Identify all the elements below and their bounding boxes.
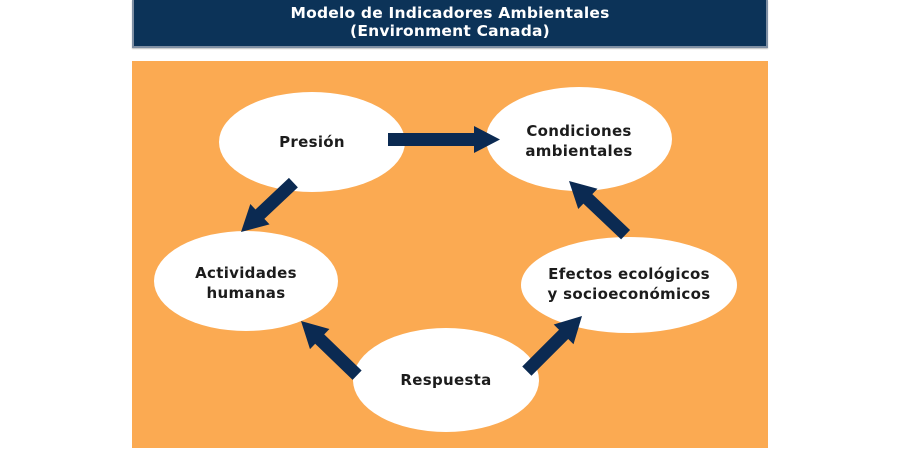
node-actividades-label: Actividades humanas [195, 263, 297, 303]
node-efectos-label: Efectos ecológicos y socioeconómicos [548, 264, 711, 304]
node-actividades-shape [154, 231, 338, 331]
node-condiciones-text-2: ambientales [525, 142, 633, 160]
arrow-respuesta-to-actividades-icon [301, 321, 362, 380]
node-efectos-text-2: y socioeconómicos [547, 285, 711, 303]
arrow-efectos-to-condiciones-icon [569, 181, 631, 240]
arrow-presion-to-condiciones-icon [388, 126, 500, 153]
arrow-respuesta-to-efectos-icon [522, 316, 582, 376]
node-presion-text: Presión [279, 133, 345, 151]
title-line-2: (Environment Canada) [350, 22, 550, 40]
node-condiciones-label: Condiciones ambientales [525, 121, 632, 161]
node-respuesta-text: Respuesta [400, 371, 492, 389]
node-condiciones-shape [486, 87, 672, 191]
title-line-1: Modelo de Indicadores Ambientales [290, 4, 610, 22]
arrow-presion-to-actividades-icon [241, 177, 298, 232]
node-efectos-shape [521, 237, 737, 333]
node-condiciones-text-1: Condiciones [526, 122, 632, 140]
node-actividades-text-2: humanas [206, 284, 286, 302]
node-actividades-text-1: Actividades [195, 264, 297, 282]
title-banner: Modelo de Indicadores Ambientales (Envir… [132, 0, 768, 48]
node-presion-label: Presión [279, 132, 345, 152]
node-efectos-text-1: Efectos ecológicos [548, 265, 710, 283]
node-presion-shape [219, 92, 405, 192]
node-respuesta-shape [353, 328, 539, 432]
node-respuesta-label: Respuesta [400, 370, 491, 390]
